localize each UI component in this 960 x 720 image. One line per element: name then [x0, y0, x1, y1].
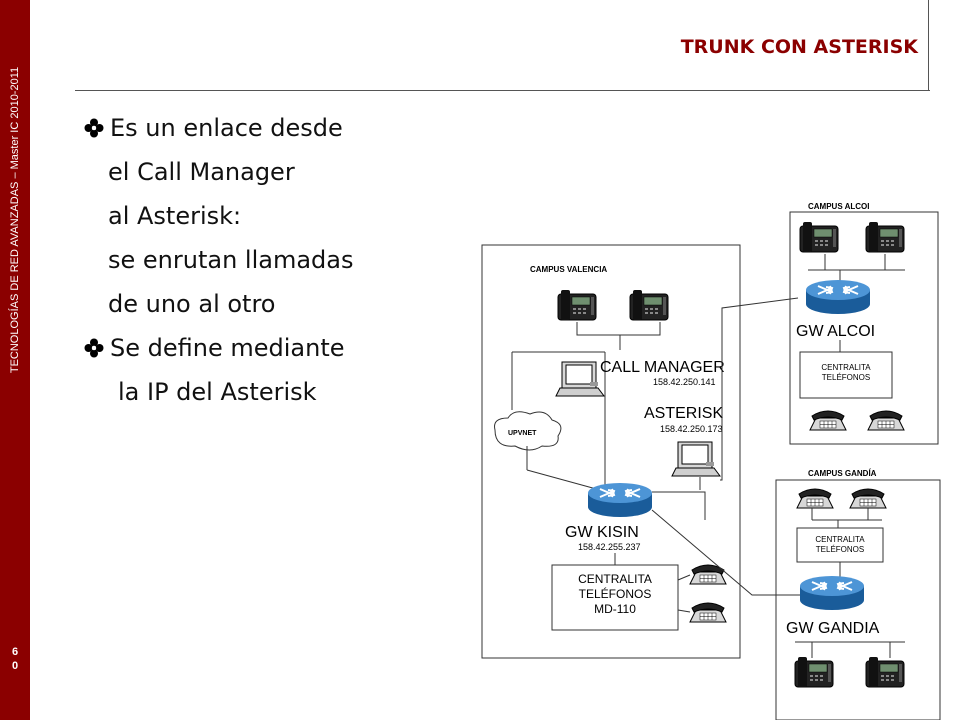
- md110-label: MD-110: [594, 602, 636, 616]
- centralita-alcoi-box: [799, 351, 893, 399]
- desk-phone-icon: [796, 488, 834, 509]
- flower-bullet-icon: [84, 326, 110, 370]
- call-manager-ip: 158.42.250.141: [653, 377, 716, 387]
- gw-kisin-router-icon: [587, 482, 653, 518]
- trunk-link-gandia: [651, 509, 800, 596]
- ip-phone-icon: [794, 656, 834, 688]
- desk-phone-icon: [849, 488, 887, 509]
- bullet-continuation: al Asterisk:: [108, 202, 242, 230]
- course-vertical-label: TECNOLOGÍAS DE RED AVANZADAS – Master IC…: [9, 66, 21, 374]
- flower-bullet-icon: [84, 106, 110, 150]
- upvnet-cloud-icon: [494, 411, 562, 451]
- trunk-link-alcoi: [720, 297, 799, 481]
- ip-phone-icon: [865, 221, 905, 253]
- ip-phone-icon: [799, 221, 839, 253]
- ip-phone-icon: [557, 289, 597, 321]
- bullet-continuation: se enrutan llamadas: [108, 246, 354, 274]
- asterisk-ip: 158.42.250.173: [660, 424, 723, 434]
- upvnet-label: UPVNET: [508, 430, 537, 437]
- telefonos-label: TELÉFONOS: [579, 586, 652, 601]
- bullet-continuation: de uno al otro: [108, 290, 276, 318]
- gw-kisin-label: GW KISIN: [565, 524, 639, 541]
- gw-gandia-router-icon: [799, 575, 865, 611]
- bullet-item: Es un enlace desde: [84, 106, 464, 150]
- campus-valencia-label: CAMPUS VALENCIA: [530, 265, 607, 274]
- centralita-valencia-box: [551, 564, 679, 631]
- page-number: 6 0: [4, 645, 26, 673]
- ip-phone-icon: [865, 656, 905, 688]
- bullet-continuation: la IP del Asterisk: [118, 378, 317, 406]
- gw-alcoi-router-icon: [805, 279, 871, 315]
- slide-title: TRUNK CON ASTERISK: [680, 36, 918, 58]
- asterisk-label: ASTERISK: [644, 405, 723, 422]
- centralita-label: CENTRALITA: [821, 363, 871, 372]
- asterisk-pc-icon: [671, 441, 721, 477]
- side-bar: [0, 0, 30, 720]
- bullet-item: Se define mediante: [84, 326, 464, 370]
- bullet-text: Se define mediante: [110, 334, 345, 362]
- header-divider-vertical: [928, 0, 929, 90]
- campus-alcoi-box: [789, 211, 939, 445]
- campus-gandia-label: CAMPUS GANDÍA: [808, 469, 877, 478]
- call-manager-label: CALL MANAGER: [600, 359, 725, 376]
- header-divider: [75, 90, 930, 91]
- page-number-digit: 6: [11, 646, 19, 658]
- campus-alcoi-label: CAMPUS ALCOI: [808, 202, 869, 211]
- centralita-label: CENTRALITA: [578, 572, 652, 586]
- campus-valencia-box: [481, 244, 741, 659]
- telefonos-label: TELÉFONOS: [822, 373, 870, 382]
- desk-phone-icon: [867, 410, 905, 431]
- telefonos-label: TELÉFONOS: [816, 545, 864, 554]
- desk-phone-icon: [689, 602, 727, 623]
- bullet-continuation: el Call Manager: [108, 158, 295, 186]
- gw-alcoi-label: GW ALCOI: [796, 323, 875, 340]
- gw-gandia-label: GW GANDIA: [786, 620, 880, 637]
- campus-gandia-box: [775, 479, 941, 720]
- network-diagram: CAMPUS VALENCIA CALL MANAGER 158.42.250.…: [481, 202, 941, 720]
- gw-kisin-ip: 158.42.255.237: [578, 542, 641, 552]
- centralita-label: CENTRALITA: [815, 535, 865, 544]
- page-number-digit: 0: [11, 660, 19, 672]
- slide-content: Es un enlace desde el Call Manager al As…: [84, 106, 464, 414]
- desk-phone-icon: [809, 410, 847, 431]
- call-manager-pc-icon: [555, 361, 605, 397]
- bullet-text: Es un enlace desde: [110, 114, 343, 142]
- ip-phone-icon: [629, 289, 669, 321]
